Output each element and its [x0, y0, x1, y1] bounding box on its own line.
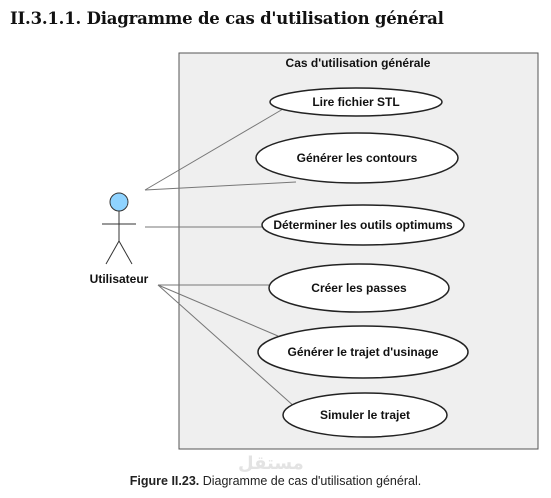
use-case-ellipse — [268, 263, 450, 313]
use-case-label: Générer le trajet d'usinage — [288, 345, 439, 359]
actor-figure — [102, 192, 136, 265]
system-boundary — [178, 52, 539, 450]
use-case-label: Générer les contours — [297, 151, 418, 165]
use-case-label: Créer les passes — [311, 281, 407, 295]
figure-caption-text: Diagramme de cas d'utilisation général. — [199, 474, 422, 488]
use-case-label: Lire fichier STL — [312, 95, 399, 109]
use-case-ellipse — [269, 87, 443, 117]
use-case-diagram: Cas d'utilisation générale Utilisateur L… — [90, 52, 539, 450]
actor-label: Utilisateur — [90, 272, 149, 286]
use-case-label: Simuler le trajet — [320, 408, 410, 422]
associations — [144, 108, 297, 409]
actor-left-leg — [105, 240, 120, 265]
figure-caption: Figure II.23. Diagramme de cas d'utilisa… — [0, 474, 551, 488]
use-case-label: Déterminer les outils optimums — [273, 218, 453, 232]
actor-right-leg — [118, 240, 133, 265]
system-title: Cas d'utilisation générale — [286, 56, 431, 70]
association-line — [157, 284, 279, 337]
association-line — [144, 181, 297, 191]
actor-head — [109, 192, 129, 212]
association-line — [157, 284, 297, 409]
section-heading: II.3.1.1. Diagramme de cas d'utilisation… — [10, 9, 444, 28]
watermark-logo: مستقل — [238, 453, 304, 474]
use-case-ellipse — [261, 204, 465, 246]
use-case-ellipse — [257, 325, 469, 379]
use-case-ellipse — [255, 132, 459, 184]
figure-label: Figure II.23. — [129, 474, 200, 488]
association-line — [144, 108, 284, 191]
use-case-ellipse — [282, 392, 448, 438]
